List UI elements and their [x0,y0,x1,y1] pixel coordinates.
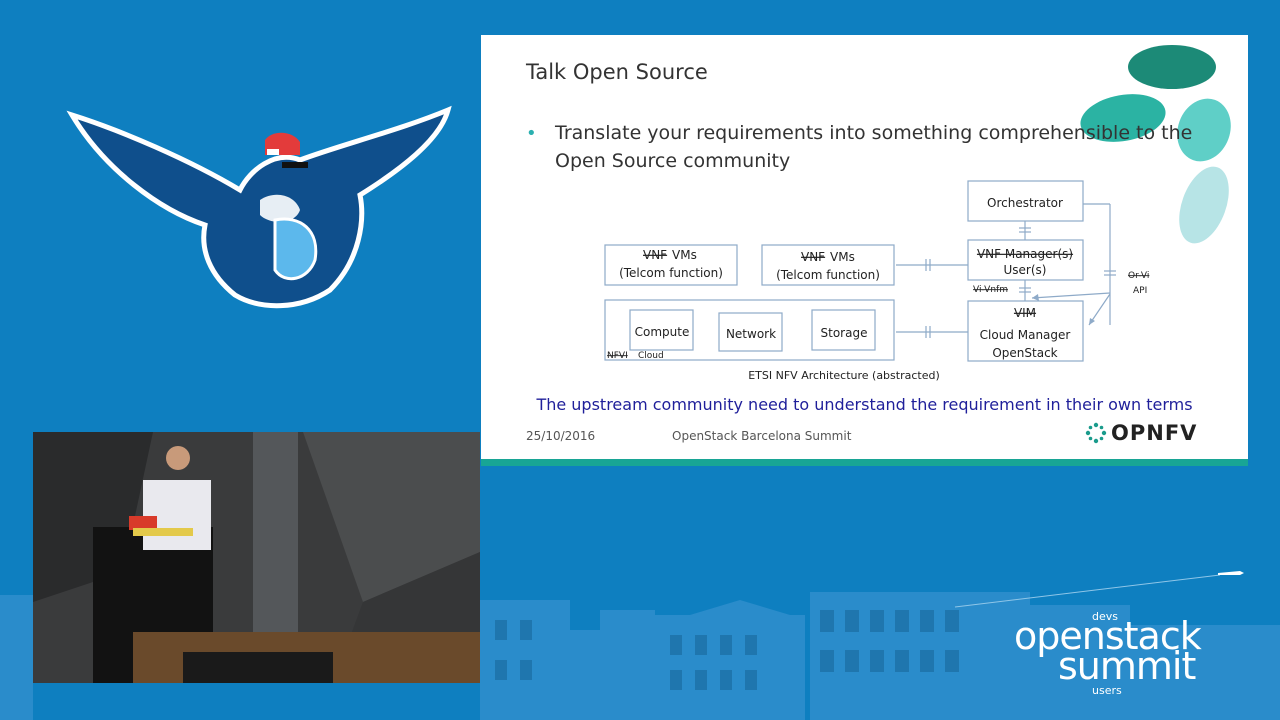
vim-line2: OpenStack [992,346,1057,360]
vnf1-sub: (Telcom function) [619,266,723,280]
storage-box [811,309,876,351]
vnf2-sub: (Telcom function) [776,268,880,282]
vnf-manager-sub: User(s) [1004,263,1047,277]
etsi-nfv-diagram: VNF VMs (Telcom function) VNF VMs (Telco… [604,180,1149,382]
compute-box [629,309,694,351]
nfvi-label: NFVI [607,351,628,361]
vnf2-rest: VMs [830,250,855,264]
vim-line1: Cloud Manager [980,328,1071,342]
brand-users: users [1092,684,1122,697]
presentation-slide: Talk Open Source • Translate your requir… [481,35,1248,466]
vnf2-strike: VNF [801,250,825,264]
brand-devs: devs [1092,610,1118,623]
brand-line1: openstack [1014,614,1202,658]
vnf-box-1 [604,244,738,286]
bullet-icon: • [526,123,537,144]
api-label: API [1133,286,1147,296]
compute-label: Compute [635,325,690,339]
opnfv-logo-text: OPNFV [1111,421,1198,445]
orchestrator-label: Orchestrator [987,196,1063,210]
video-scene [33,432,480,683]
network-box [718,312,783,352]
pigeon-mascot-logo [66,105,452,309]
footer-event: OpenStack Barcelona Summit [672,429,852,443]
orchestrator-box [967,180,1084,222]
vnf-box-2 [761,244,895,286]
network-label: Network [726,327,776,341]
brand-line2: summit [1058,644,1196,688]
speaker-video-feed [33,432,480,683]
slide-accent-bar [481,459,1248,466]
vi-vnfm-label: Vi-Vnfm [973,285,1008,295]
storage-label: Storage [821,326,868,340]
opnfv-logo: OPNFV [1085,421,1197,445]
diagram-caption: ETSI NFV Architecture (abstracted) [748,369,940,382]
or-vi-label: Or-Vi [1128,271,1149,281]
key-statement: The upstream community need to understan… [536,395,1193,414]
opnfv-star-icon [1085,422,1107,444]
vnf1-rest: VMs [672,248,697,262]
bullet-text: Translate your requirements into somethi… [555,122,1193,172]
vim-box [967,300,1084,362]
vnf-manager-strike: VNF Manager(s) [977,247,1073,261]
footer-date: 25/10/2016 [526,429,596,443]
openstack-summit-branding: devs openstack summit users [1010,608,1225,708]
slide-title: Talk Open Source [526,60,708,84]
vnf1-strike: VNF [643,248,667,262]
cloud-label: Cloud [638,351,664,361]
leaf-decoration [1080,45,1231,244]
vim-strike: VIM [1014,306,1036,320]
airplane-icon [1218,571,1244,575]
